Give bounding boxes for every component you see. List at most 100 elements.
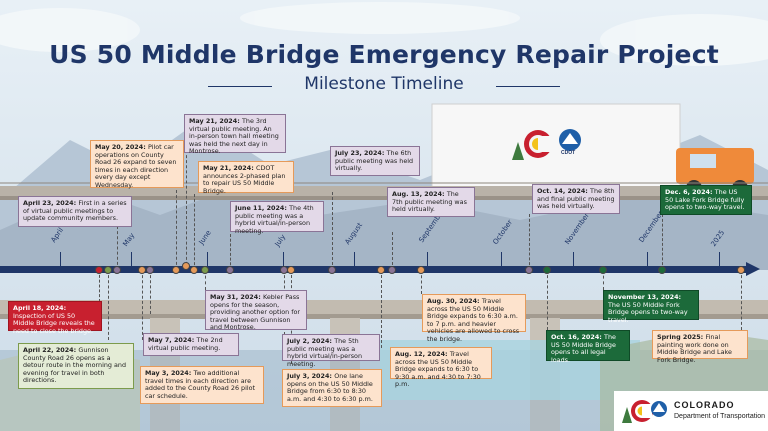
milestone-text: The US 50 Middle Bridge opens to all leg… bbox=[551, 333, 616, 364]
milestone-card: May 21, 2024: The 3rd virtual public mee… bbox=[184, 114, 286, 155]
milestone-card: July 23, 2024: The 6th public meeting wa… bbox=[330, 146, 420, 176]
sign-logo-text: CDOT bbox=[561, 150, 576, 156]
connector-line bbox=[603, 270, 604, 290]
connector-line bbox=[142, 270, 143, 340]
connector-line bbox=[392, 232, 393, 270]
milestone-text: First in a series of virtual public meet… bbox=[23, 199, 127, 223]
connector-line bbox=[150, 270, 151, 314]
milestone-card: June 11, 2024: The 4th public meeting wa… bbox=[230, 201, 324, 235]
milestone-card: Aug. 13, 2024: The 7th public meeting wa… bbox=[387, 187, 475, 217]
milestone-dot bbox=[113, 266, 121, 274]
milestone-dot bbox=[377, 266, 385, 274]
milestone-text: One lane opens on the US 50 Middle Bridg… bbox=[287, 372, 373, 403]
connector-line bbox=[421, 270, 422, 294]
connector-line bbox=[99, 270, 100, 302]
milestone-dot bbox=[543, 266, 551, 274]
timeline-arrow-icon bbox=[746, 262, 760, 276]
milestone-dot bbox=[737, 266, 745, 274]
milestone-dot bbox=[146, 266, 154, 274]
milestone-dot bbox=[201, 266, 209, 274]
milestone-card: May 21, 2024: CDOT announces 2-phased pl… bbox=[198, 161, 294, 195]
milestone-text: Travel across the US 50 Middle Bridge ex… bbox=[395, 350, 481, 389]
milestone-dot bbox=[417, 266, 425, 274]
month-tick bbox=[573, 252, 574, 266]
connector-line bbox=[662, 214, 663, 270]
connector-line bbox=[186, 150, 187, 270]
agency-name: COLORADO bbox=[674, 400, 735, 410]
subtitle-rule-left bbox=[208, 86, 272, 87]
milestone-text: Travel across the US 50 Middle Bridge ex… bbox=[427, 297, 520, 343]
page-title: US 50 Middle Bridge Emergency Repair Pro… bbox=[49, 40, 719, 69]
milestone-dot bbox=[658, 266, 666, 274]
connector-line bbox=[117, 226, 118, 270]
connector-line bbox=[547, 270, 548, 330]
milestone-text: The 4th public meeting was a hybrid virt… bbox=[235, 204, 314, 235]
milestone-text: The 5th public meeting was a hybrid virt… bbox=[287, 337, 363, 368]
milestone-text: Kebler Pass opens for the season, provid… bbox=[210, 293, 301, 332]
milestone-text: The US 50 Middle Fork Bridge opens to tw… bbox=[608, 300, 688, 324]
milestone-card: May 31, 2024: Kebler Pass opens for the … bbox=[205, 290, 307, 332]
connector-line bbox=[332, 192, 333, 270]
milestone-date: May 7, 2024: bbox=[148, 336, 197, 344]
milestone-date: May 20, 2024: bbox=[95, 143, 148, 151]
milestone-dot bbox=[138, 266, 146, 274]
milestone-card: November 13, 2024: The US 50 Middle Fork… bbox=[603, 290, 699, 324]
milestone-card: Oct. 16, 2024: The US 50 Middle Bridge o… bbox=[546, 330, 630, 364]
month-tick bbox=[427, 252, 428, 266]
milestone-card: April 23, 2024: First in a series of vir… bbox=[18, 196, 132, 227]
milestone-date: July 3, 2024: bbox=[287, 372, 335, 380]
month-tick bbox=[647, 252, 648, 266]
milestone-date: June 11, 2024: bbox=[235, 204, 290, 212]
milestone-card: April 18, 2024: Inspection of US 50 Midd… bbox=[8, 301, 102, 335]
milestone-dot bbox=[599, 266, 607, 274]
milestone-text: The 2nd virtual public meeting. bbox=[148, 336, 223, 352]
month-tick bbox=[719, 252, 720, 266]
milestone-date: May 21, 2024: bbox=[189, 117, 242, 125]
milestone-date: Aug. 30, 2024: bbox=[427, 297, 482, 305]
month-tick bbox=[131, 252, 132, 266]
connector-line bbox=[381, 270, 382, 348]
milestone-date: May 21, 2024: bbox=[203, 164, 256, 172]
month-tick bbox=[60, 252, 61, 266]
milestone-card: April 22, 2024: Gunnison County Road 26 … bbox=[18, 343, 134, 389]
month-tick bbox=[207, 252, 208, 266]
milestone-dot bbox=[328, 266, 336, 274]
milestone-text: The 8th and final public meeting was hel… bbox=[537, 187, 615, 211]
billboard-logo bbox=[512, 129, 581, 160]
connector-line bbox=[176, 190, 177, 270]
milestone-text: Gunnison County Road 26 opens as a detou… bbox=[23, 346, 127, 385]
milestone-date: Oct. 16, 2024: bbox=[551, 333, 605, 341]
connector-line bbox=[108, 270, 109, 340]
subtitle-rule-right bbox=[496, 86, 560, 87]
month-tick bbox=[354, 252, 355, 266]
milestone-date: November 13, 2024: bbox=[608, 293, 682, 301]
milestone-text: Inspection of US 50 Middle Bridge reveal… bbox=[13, 311, 95, 335]
milestone-date: Spring 2025: bbox=[657, 333, 706, 341]
milestone-dot bbox=[525, 266, 533, 274]
milestone-dot bbox=[104, 266, 112, 274]
connector-line bbox=[529, 214, 530, 270]
milestone-text: Two additional travel times in each dire… bbox=[145, 369, 256, 400]
agency-department: Department of Transportation bbox=[674, 413, 766, 420]
milestone-dot bbox=[190, 266, 198, 274]
milestone-date: July 23, 2024: bbox=[335, 149, 387, 157]
milestone-date: Oct. 14, 2024: bbox=[537, 187, 591, 195]
connector-line bbox=[194, 194, 195, 270]
milestone-text: The 7th public meeting was held virtuall… bbox=[392, 190, 467, 214]
milestone-card: Dec. 6, 2024: The US 50 Lake Fork Bridge… bbox=[660, 185, 752, 215]
milestone-card: July 2, 2024: The 5th public meeting was… bbox=[282, 334, 380, 368]
milestone-date: Aug. 12, 2024: bbox=[395, 350, 450, 358]
connector-line bbox=[205, 270, 206, 290]
milestone-text: Final painting work done on Middle Bridg… bbox=[657, 333, 732, 364]
connector-line bbox=[741, 270, 742, 330]
milestone-date: Dec. 6, 2024: bbox=[665, 188, 715, 196]
milestone-date: April 22, 2024: bbox=[23, 346, 79, 354]
milestone-text: Pilot car operations on County Road 26 e… bbox=[95, 143, 177, 189]
milestone-card: Oct. 14, 2024: The 8th and final public … bbox=[532, 184, 620, 214]
milestone-dot bbox=[226, 266, 234, 274]
milestone-card: Aug. 30, 2024: Travel across the US 50 M… bbox=[422, 294, 526, 343]
milestone-card: Aug. 12, 2024: Travel across the US 50 M… bbox=[390, 347, 492, 388]
milestone-text: CDOT announces 2-phased plan to repair U… bbox=[203, 164, 286, 195]
milestone-date: July 2, 2024: bbox=[287, 337, 335, 345]
page-subtitle: Milestone Timeline bbox=[304, 74, 464, 94]
